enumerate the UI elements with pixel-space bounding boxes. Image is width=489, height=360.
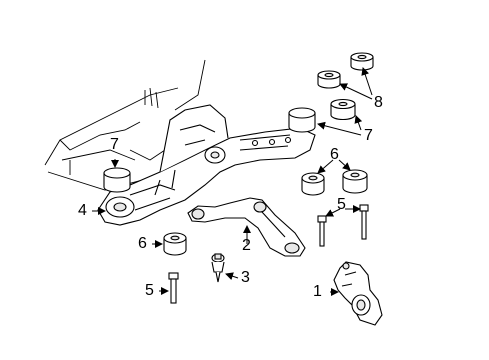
callout-label-2: 2 — [242, 237, 251, 254]
callout-label-6-left: 6 — [138, 235, 147, 252]
callout-label-1: 1 — [313, 283, 322, 300]
body-mount-bushing-right — [288, 107, 316, 133]
control-arm-bushing-6a — [301, 172, 325, 196]
callout-label-7-right: 7 — [364, 127, 373, 144]
body-mount-bushing-left — [103, 167, 131, 193]
callout-label-7-left: 7 — [110, 136, 119, 153]
ball-joint — [211, 253, 225, 283]
callout-label-8: 8 — [374, 94, 383, 111]
body-mount-cushion-8b — [350, 52, 374, 71]
callout-label-5-left: 5 — [145, 282, 154, 299]
vehicle-body-outline — [44, 59, 206, 191]
bolt-5a — [317, 215, 327, 247]
lower-control-arm — [187, 197, 306, 257]
body-mount-cushion-8a — [317, 70, 341, 89]
callout-label-4: 4 — [78, 202, 87, 219]
steering-knuckle — [333, 261, 383, 326]
control-arm-bushing-6c — [163, 232, 187, 256]
leader-lines — [92, 67, 373, 296]
callout-label-5-right: 5 — [337, 196, 346, 213]
body-mount-cushion-8c — [330, 98, 356, 121]
bolt-5c — [168, 272, 179, 304]
crossmember-subframe — [97, 104, 316, 226]
callout-label-3: 3 — [241, 269, 250, 286]
control-arm-bushing-6b — [342, 169, 368, 194]
callout-label-6-right: 6 — [330, 146, 339, 163]
bolt-5b — [359, 204, 369, 240]
